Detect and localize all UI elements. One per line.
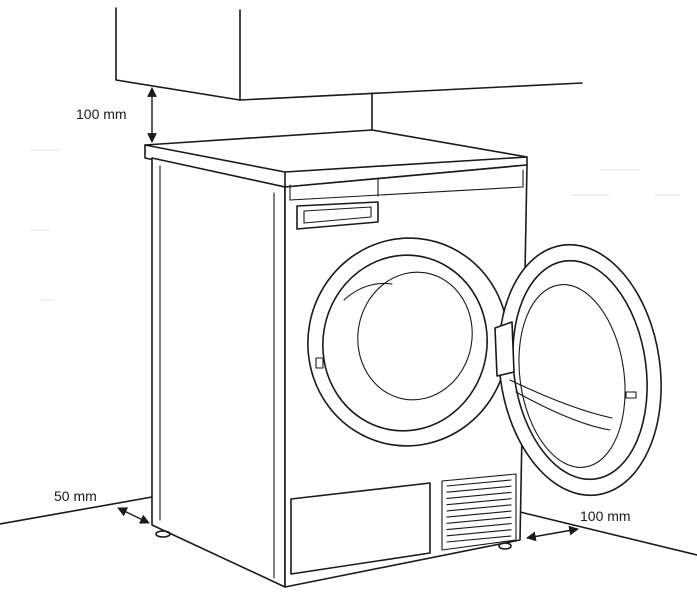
grille-slat [446,516,512,524]
grille-slat [446,485,512,493]
grille-slat [446,535,512,543]
dryer-body [144,129,528,588]
top-clearance-dimension: 100 mm [76,87,157,143]
top-clearance-label: 100 mm [76,106,127,122]
grille-slat [446,529,512,537]
side-clearance-label: 100 mm [580,508,631,524]
lower-panel [290,473,517,575]
grille-slat [446,498,512,506]
upper-cabinet [115,7,583,131]
grille-slat [446,504,512,512]
faint-background-lines [30,149,680,301]
grille-slat [446,491,512,499]
grille-slat [446,523,512,531]
grille-slat [446,510,512,518]
vent-grille [446,479,512,543]
floor-lines [0,496,697,556]
open-door [494,243,662,497]
grille-slat [446,479,512,487]
rear-clearance-dimension: 50 mm [54,488,150,524]
rear-clearance-label: 50 mm [54,488,97,504]
side-clearance-dimension: 100 mm [526,508,631,542]
